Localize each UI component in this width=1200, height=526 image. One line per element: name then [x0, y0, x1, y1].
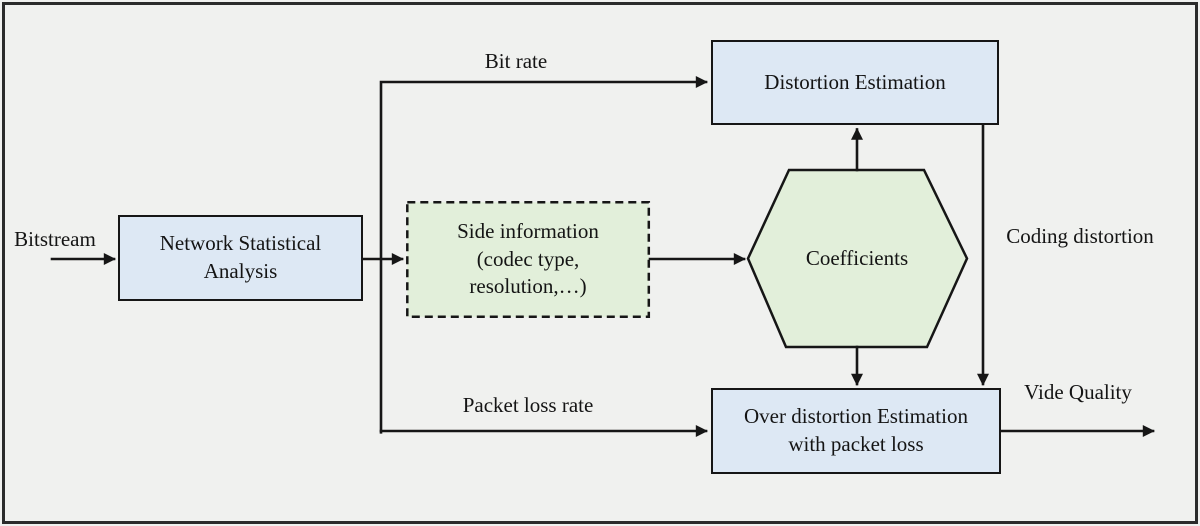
- node-distortion-estimation: Distortion Estimation: [711, 40, 999, 125]
- node-coefficients: Coefficients: [757, 170, 957, 347]
- node-label-line: Over distortion Estimation: [744, 404, 968, 429]
- node-label-line: (codec type,: [476, 246, 580, 271]
- node-overall-distortion-estimation: Over distortion Estimation with packet l…: [711, 388, 1001, 474]
- node-network-statistical-analysis: Network Statistical Analysis: [118, 215, 363, 301]
- label-bitstream: Bitstream: [14, 227, 96, 251]
- node-label-line: with packet loss: [788, 432, 924, 456]
- node-label-line: resolution,…): [469, 274, 587, 299]
- side-information-box-outline: [406, 201, 651, 319]
- node-side-information: Side information (codec type, resolution…: [406, 201, 650, 318]
- label-packet-loss-rate: Packet loss rate: [462, 393, 594, 417]
- label-video-quality: Vide Quality: [1024, 380, 1132, 404]
- node-label-line: Distortion Estimation: [764, 69, 946, 94]
- node-label-line: Coefficients: [805, 245, 909, 270]
- node-label-line: Network Statistical: [159, 231, 322, 256]
- coefficients-hexagon: [746, 168, 969, 349]
- label-coding-distortion: Coding distortion: [1006, 224, 1154, 248]
- node-label-line: Side information: [457, 218, 599, 243]
- label-bit-rate: Bit rate: [484, 49, 548, 73]
- branch-and-bitrate-arrow: [379, 76, 708, 434]
- node-label-line: Analysis: [203, 259, 278, 283]
